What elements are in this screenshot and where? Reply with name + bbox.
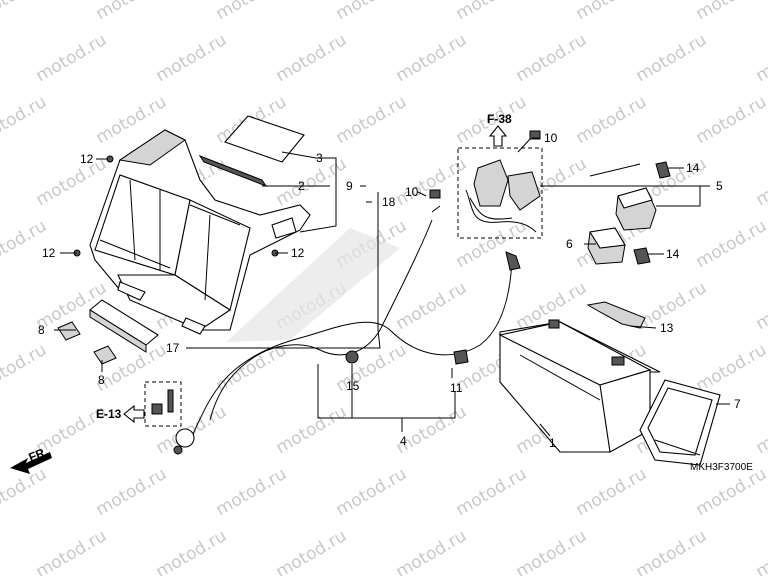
- watermark-text: motod.ru: [753, 278, 768, 334]
- relay-5[interactable]: [615, 187, 657, 231]
- watermark-text: motod.ru: [93, 0, 171, 24]
- label-part-15: 15: [346, 379, 360, 393]
- label-part-10b: 10: [405, 185, 419, 199]
- battery-cables[interactable]: [173, 205, 521, 455]
- label-part-3: 3: [316, 151, 323, 165]
- watermark-text: motod.ru: [753, 154, 768, 210]
- rubber-mat[interactable]: [224, 115, 305, 163]
- battery[interactable]: [498, 319, 661, 453]
- clip-8a[interactable]: [57, 321, 81, 341]
- watermark-text: motod.ru: [393, 526, 471, 576]
- watermark-text: motod.ru: [273, 526, 351, 576]
- watermark-text: motod.ru: [0, 0, 50, 24]
- label-part-2: 2: [298, 179, 305, 193]
- watermark-text: motod.ru: [573, 92, 651, 148]
- watermark-text: motod.ru: [273, 402, 351, 458]
- watermark-text: motod.ru: [33, 526, 111, 576]
- watermark-text: motod.ru: [573, 464, 651, 520]
- label-part-7: 7: [734, 397, 741, 411]
- label-part-8b: 8: [98, 373, 105, 387]
- watermark-text: motod.ru: [693, 340, 768, 396]
- connector-14b[interactable]: [633, 247, 651, 265]
- watermark-text: motod.ru: [153, 402, 231, 458]
- watermark-text: motod.ru: [513, 526, 591, 576]
- part-number-labels: 1 2 3 4 5 6 7 8 8 9 10 10 11 12 12 12 13…: [38, 131, 741, 450]
- label-part-10a: 10: [544, 131, 558, 145]
- label-part-14a: 14: [686, 161, 700, 175]
- watermark-text: motod.ru: [0, 340, 50, 396]
- watermark-text: motod.ru: [513, 30, 591, 86]
- watermark-text: motod.ru: [333, 92, 411, 148]
- watermark-text: motod.ru: [273, 30, 351, 86]
- label-part-4: 4: [400, 434, 407, 448]
- watermark-text: motod.ru: [213, 0, 291, 24]
- watermark-text: motod.ru: [0, 92, 50, 148]
- fuse-box-pad[interactable]: [89, 299, 159, 353]
- label-part-12c: 12: [291, 246, 305, 260]
- watermark-text: motod.ru: [153, 30, 231, 86]
- relay-6[interactable]: [587, 227, 626, 265]
- label-part-9: 9: [346, 179, 353, 193]
- label-part-11: 11: [450, 381, 463, 395]
- bolt-10-mid[interactable]: [429, 189, 441, 199]
- watermark-text: motod.ru: [333, 0, 411, 24]
- label-part-14b: 14: [666, 247, 680, 261]
- watermark-text: motod.ru: [393, 278, 471, 334]
- front-direction-label: FR.: [27, 444, 50, 464]
- watermark-text: motod.ru: [33, 154, 111, 210]
- connector-14a[interactable]: [655, 161, 671, 179]
- watermark-text: motod.ru: [693, 0, 768, 24]
- dotted-wedge: [226, 228, 400, 342]
- watermark-text: motod.ru: [33, 30, 111, 86]
- front-arrow-icon: [10, 452, 52, 474]
- label-part-12b: 12: [42, 246, 56, 260]
- watermark-text: motod.ru: [0, 216, 50, 272]
- watermark-text: motod.ru: [633, 30, 711, 86]
- battery-tray[interactable]: [89, 129, 311, 335]
- watermark-text: motod.ru: [93, 464, 171, 520]
- label-part-8a: 8: [38, 323, 45, 337]
- label-part-13: 13: [660, 321, 674, 335]
- diagram-code: MKH3F3700E: [690, 462, 753, 473]
- label-part-18: 18: [382, 195, 396, 209]
- ref-arrow-f38: [488, 125, 508, 147]
- battery-stay[interactable]: [586, 301, 646, 329]
- label-part-6: 6: [566, 237, 573, 251]
- e13-detail[interactable]: [144, 381, 182, 427]
- watermark-text: motod.ru: [393, 402, 471, 458]
- label-part-17: 17: [166, 341, 180, 355]
- ref-label-f38: F-38: [487, 112, 512, 126]
- watermark-text: motod.ru: [693, 92, 768, 148]
- watermark-text: motod.ru: [633, 526, 711, 576]
- watermark-text: motod.ru: [393, 30, 471, 86]
- watermark-text: motod.ru: [453, 0, 531, 24]
- ref-arrow-e13: [123, 404, 145, 424]
- watermark-text: motod.ru: [213, 464, 291, 520]
- label-part-1: 1: [549, 436, 556, 450]
- clip-8b[interactable]: [93, 345, 117, 365]
- starter-relay-detail[interactable]: [457, 147, 543, 239]
- watermark-text: motod.ru: [693, 216, 768, 272]
- watermark-text: motod.ru: [333, 464, 411, 520]
- watermark-text: motod.ru: [753, 30, 768, 86]
- watermark-text: motod.ru: [753, 402, 768, 458]
- watermark-text: motod.ru: [273, 154, 351, 210]
- label-part-12a: 12: [80, 152, 94, 166]
- leader-lines: [54, 137, 730, 437]
- watermark-text: motod.ru: [573, 0, 651, 24]
- ref-label-e13: E-13: [96, 407, 122, 421]
- watermark-text: motod.ru: [153, 526, 231, 576]
- battery-cover[interactable]: [639, 379, 721, 466]
- watermark-text: motod.ru: [453, 464, 531, 520]
- watermark-text: motod.ru: [753, 526, 768, 576]
- label-part-5: 5: [716, 179, 723, 193]
- bolt-10-top[interactable]: [517, 130, 541, 153]
